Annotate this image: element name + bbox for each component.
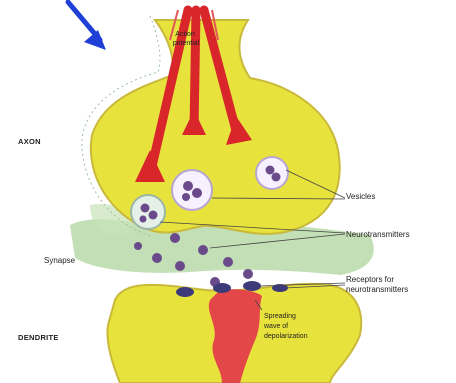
label-spreading-2: wave of: [263, 323, 288, 330]
vesicle: [172, 170, 212, 210]
label-spreading-1: Spreading: [264, 313, 296, 320]
label-vesicles: Vesicles: [346, 192, 375, 201]
label-action-potential-1: Action: [175, 31, 195, 38]
vesicle: [131, 195, 165, 229]
vesicle: [256, 157, 288, 189]
blue-pointer-arrow: [68, 2, 106, 50]
label-action-potential-2: potential: [173, 40, 200, 47]
label-dendrite: DENDRITE: [18, 333, 59, 342]
label-receptors-2: neurotransmitters: [346, 285, 408, 294]
label-synapse: Synapse: [44, 256, 76, 265]
label-neurotransmitters: Neurotransmitters: [346, 230, 410, 239]
label-spreading-3: depolarization: [264, 333, 308, 340]
label-receptors-1: Receptors for: [346, 275, 394, 284]
label-axon: AXON: [18, 137, 41, 146]
